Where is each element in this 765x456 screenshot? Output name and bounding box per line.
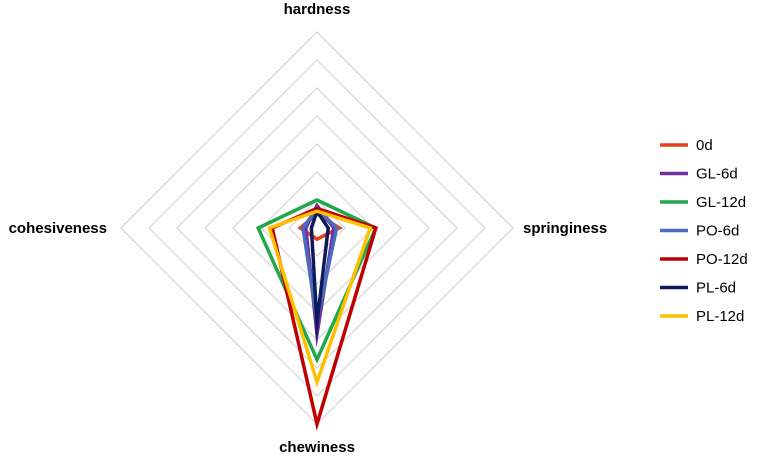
legend-item: GL-6d: [660, 166, 738, 183]
legend-label: 0d: [696, 137, 713, 154]
series-gl-12d: [255, 198, 379, 364]
legend-label: PO-12d: [696, 251, 748, 268]
series-pl-6d: [309, 207, 331, 344]
legend-item: PL-12d: [660, 308, 744, 325]
legend-label: GL-12d: [696, 194, 746, 211]
series-pl-12d: [267, 209, 373, 388]
axis-label-springiness: springiness: [523, 220, 607, 237]
axis-labels: hardness springiness chewiness cohesiveness: [9, 1, 608, 456]
legend-item: GL-12d: [660, 194, 746, 211]
legend-item: PO-12d: [660, 251, 748, 268]
radar-grid: [120, 31, 514, 425]
grid-ring: [148, 59, 486, 397]
axis-label-hardness: hardness: [284, 1, 351, 18]
legend-label: PL-6d: [696, 280, 736, 297]
legend-label: PO-6d: [696, 223, 739, 240]
legend-label: PL-12d: [696, 308, 744, 325]
radar-series: [255, 198, 379, 431]
axis-label-chewiness: chewiness: [279, 439, 355, 456]
legend-item: PO-6d: [660, 223, 739, 240]
legend-label: GL-6d: [696, 166, 738, 183]
legend-item: 0d: [660, 137, 713, 154]
axis-label-cohesiveness: cohesiveness: [9, 220, 107, 237]
legend-item: PL-6d: [660, 280, 736, 297]
grid-ring: [260, 171, 374, 285]
grid-ring: [176, 87, 458, 369]
grid-ring: [120, 31, 514, 425]
